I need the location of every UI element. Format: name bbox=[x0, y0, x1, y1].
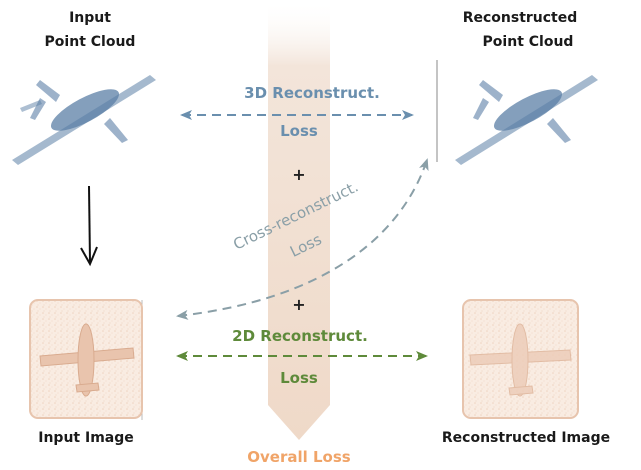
input-image bbox=[29, 299, 143, 420]
reconstructed-point-cloud-airplane bbox=[455, 75, 598, 165]
reconstructed-point-cloud-label-1: Reconstructed bbox=[463, 10, 578, 26]
reconstruct-3d-label-2: Loss bbox=[280, 122, 318, 140]
input-point-cloud-label-2: Point Cloud bbox=[45, 34, 136, 50]
overall-loss-label: Overall Loss bbox=[247, 448, 351, 466]
reconstruct-3d-label-1: 3D Reconstruct. bbox=[244, 84, 380, 102]
reconstruct-2d-label-2: Loss bbox=[280, 369, 318, 387]
reconstructed-image bbox=[462, 299, 579, 419]
down-arrow bbox=[80, 185, 98, 267]
reconstruct-2d-label-1: 2D Reconstruct. bbox=[232, 327, 368, 345]
plus-sign-2: + bbox=[292, 295, 305, 314]
reconstructed-image-label: Reconstructed Image bbox=[442, 430, 610, 446]
input-point-cloud-label-1: Input bbox=[69, 10, 111, 26]
cross-reconstruct-arrow bbox=[176, 158, 429, 320]
input-image-label: Input Image bbox=[38, 430, 134, 446]
plus-sign-1: + bbox=[292, 165, 305, 184]
reconstructed-point-cloud-label-2: Point Cloud bbox=[483, 34, 574, 50]
input-point-cloud-airplane bbox=[12, 75, 156, 165]
